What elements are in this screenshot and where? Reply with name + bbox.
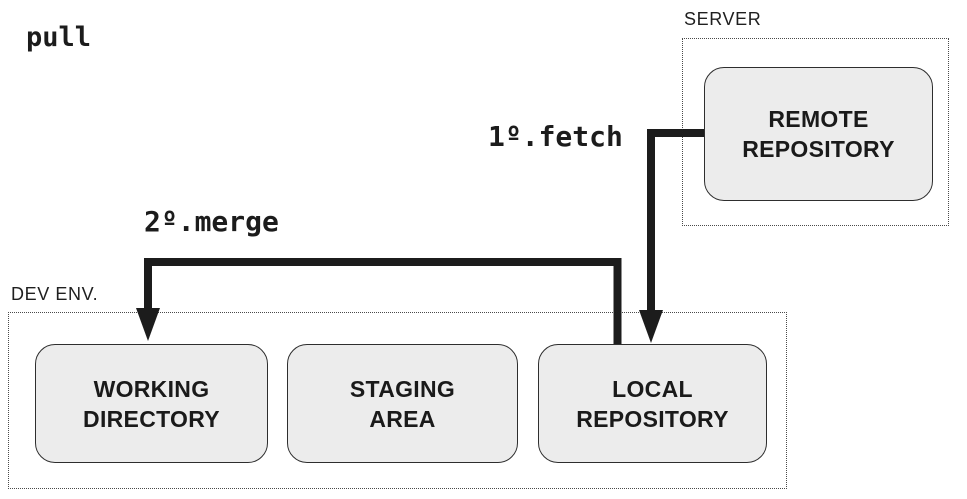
- devenv-group-label: DEV ENV.: [11, 284, 99, 304]
- node-remote-repository: REMOTE REPOSITORY: [704, 67, 933, 201]
- diagram-title: pull: [26, 22, 92, 53]
- node-staging-area: STAGING AREA: [287, 344, 518, 463]
- node-working-directory: WORKING DIRECTORY: [35, 344, 268, 463]
- local-repository-label: LOCAL REPOSITORY: [576, 375, 729, 432]
- server-group-label: SERVER: [684, 9, 762, 29]
- fetch-arrow-label: 1º.fetch: [488, 120, 623, 153]
- working-directory-label: WORKING DIRECTORY: [83, 375, 220, 432]
- node-local-repository: LOCAL REPOSITORY: [538, 344, 767, 463]
- staging-area-label: STAGING AREA: [349, 375, 456, 432]
- remote-repository-label: REMOTE REPOSITORY: [742, 106, 895, 162]
- merge-arrow-label: 2º.merge: [144, 205, 279, 238]
